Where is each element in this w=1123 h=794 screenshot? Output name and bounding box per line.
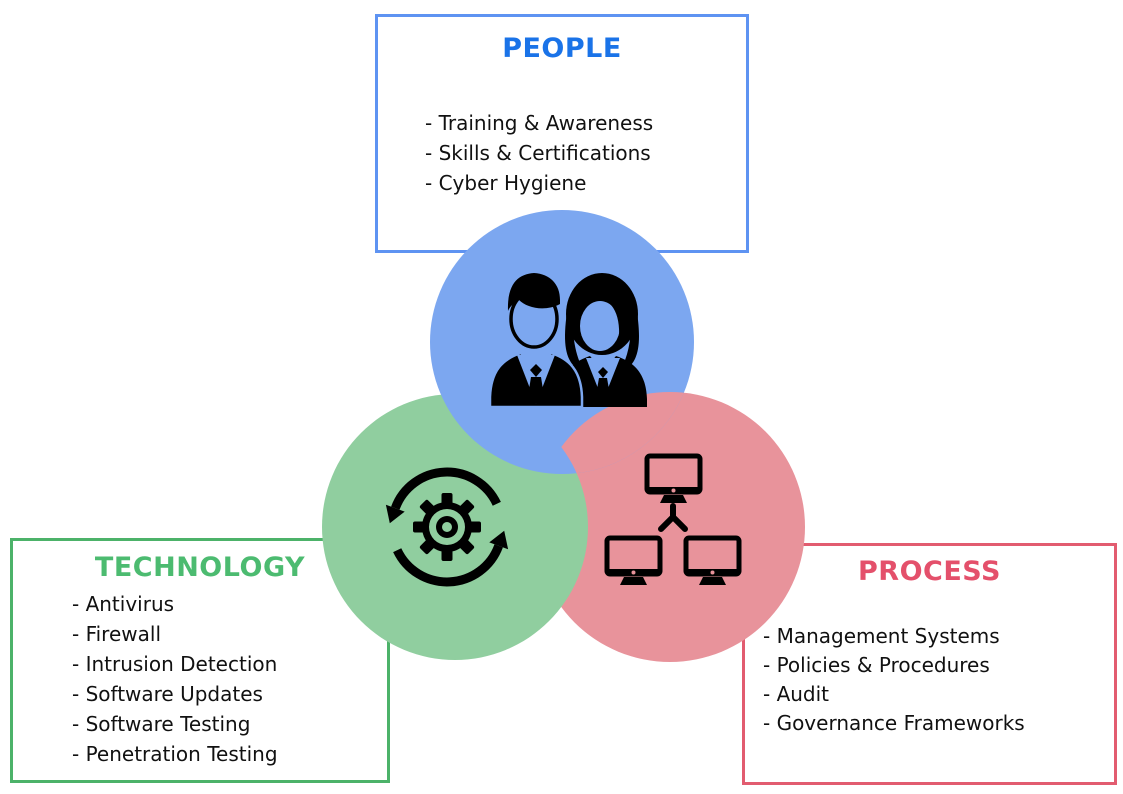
- network-link: [658, 503, 688, 532]
- sync-gear-icon: [385, 467, 509, 587]
- woman-silhouette: [558, 273, 647, 407]
- technology-list: - Antivirus - Firewall - Intrusion Detecti…: [72, 589, 278, 769]
- list-item: - Audit: [763, 682, 830, 706]
- list-item: - Skills & Certifications: [425, 141, 651, 165]
- list-item: - Management Systems: [763, 624, 1000, 648]
- process-title: PROCESS: [858, 556, 1001, 587]
- people-list: - Training & Awareness - Skills & Certifi…: [425, 108, 653, 198]
- list-item: - Software Updates: [72, 682, 263, 706]
- process-panel: PROCESS - Management Systems - Policies &…: [742, 543, 1117, 785]
- people-panel: PEOPLE - Training & Awareness - Skills & …: [375, 14, 749, 253]
- gear: [413, 493, 481, 561]
- list-item: - Firewall: [72, 622, 161, 646]
- list-item: - Policies & Procedures: [763, 653, 990, 677]
- list-item: - Governance Frameworks: [763, 711, 1025, 735]
- technology-panel: TECHNOLOGY - Antivirus - Firewall - Intrus…: [10, 538, 390, 783]
- network-icon: [604, 453, 742, 585]
- man-silhouette: [488, 273, 584, 409]
- list-item: - Antivirus: [72, 592, 175, 616]
- list-item: - Penetration Testing: [72, 742, 278, 766]
- list-item: - Cyber Hygiene: [425, 171, 587, 195]
- process-list: - Management Systems - Policies & Procedu…: [763, 622, 1025, 738]
- cycle-arrows: [385, 467, 509, 587]
- list-item: - Intrusion Detection: [72, 652, 278, 676]
- list-item: - Training & Awareness: [425, 111, 654, 135]
- people-title: PEOPLE: [502, 33, 622, 64]
- monitor-left: [604, 535, 663, 585]
- monitor-right: [683, 535, 742, 585]
- technology-title: TECHNOLOGY: [94, 552, 306, 583]
- list-item: - Software Testing: [72, 712, 251, 736]
- people-icon: [488, 273, 647, 409]
- monitor-top: [644, 453, 703, 503]
